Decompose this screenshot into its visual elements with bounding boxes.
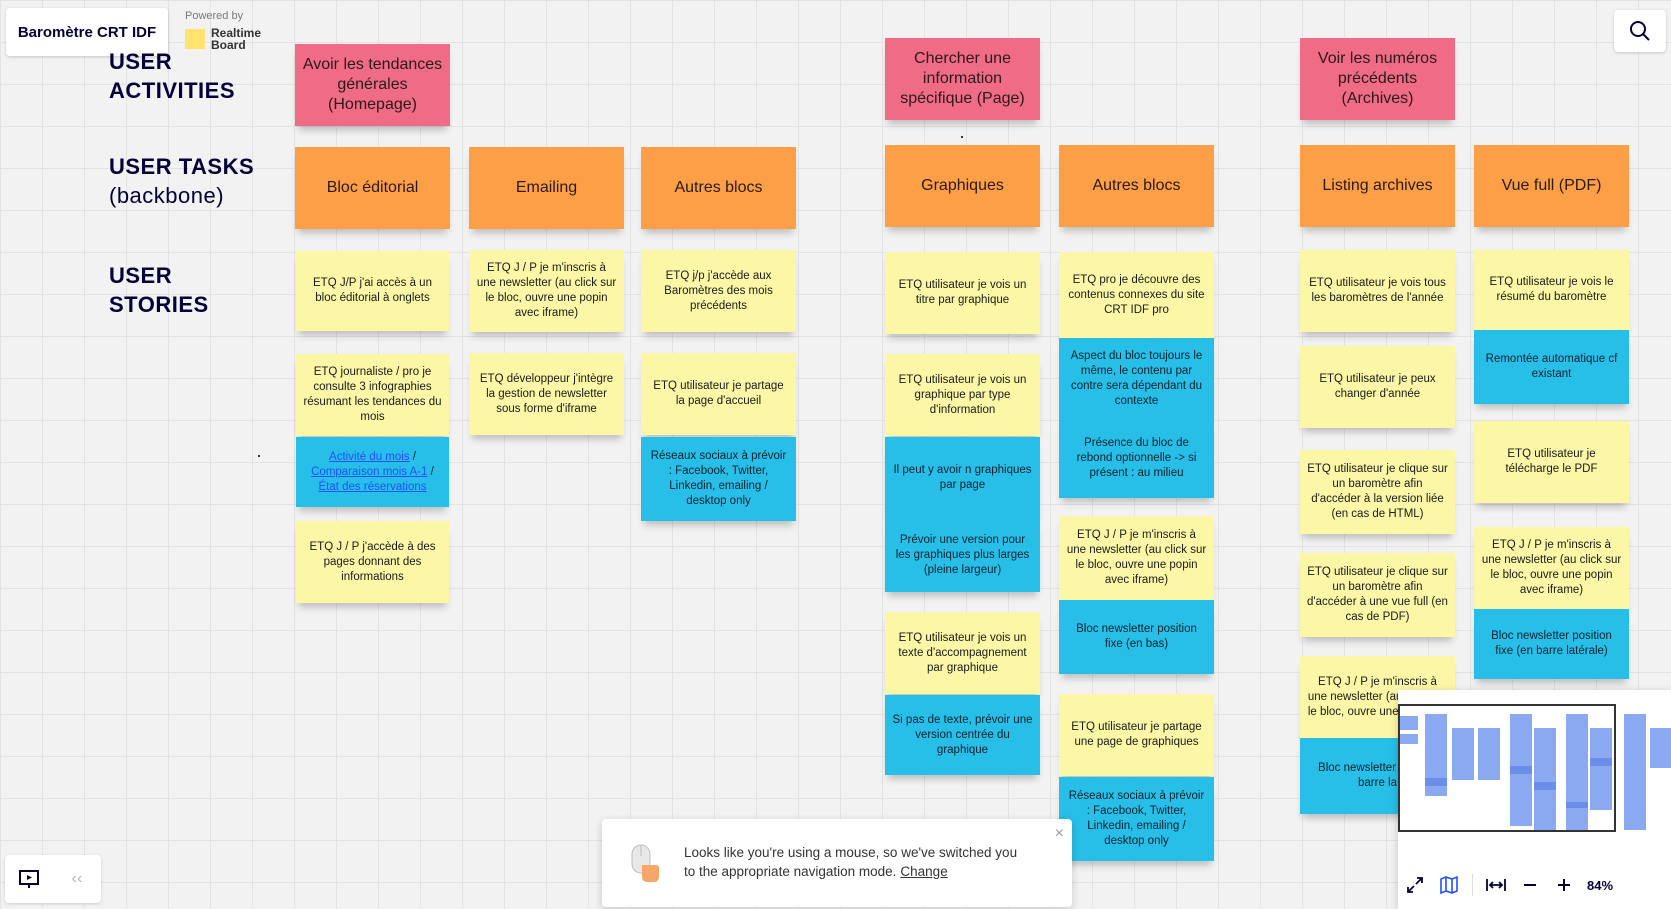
sticky-story[interactable]: Il peut y avoir n graphiques par page [885,437,1040,519]
map-toggle-button[interactable] [1432,868,1466,902]
sticky-story[interactable]: Si pas de texte, prévoir une version cen… [885,695,1040,775]
minimap-overflow [1624,714,1671,830]
row-label-tasks-sub: (backbone) [109,183,225,208]
sticky-activity[interactable]: Voir les numéros précédents (Archives) [1300,38,1455,120]
sticky-story[interactable]: ETQ utilisateur je peux changer d'année [1300,346,1455,428]
sticky-story[interactable]: ETQ J / P je m'inscris à une newsletter … [469,250,624,332]
sticky-task[interactable]: Listing archives [1300,145,1455,227]
row-label-user-tasks: USER TASKS (backbone) [109,152,254,210]
sticky-task[interactable]: Autres blocs [641,147,796,229]
sticky-story[interactable]: Réseaux sociaux à prévoir : Facebook, Tw… [641,437,796,521]
row-label-tasks-title: USER TASKS [109,154,255,179]
sticky-task[interactable]: Vue full (PDF) [1474,145,1629,227]
map-icon [1440,875,1458,895]
fit-width-button[interactable] [1479,868,1513,902]
search-icon [1630,21,1650,41]
sticky-activity[interactable]: Avoir les tendances générales (Homepage) [295,44,450,126]
sticky-story[interactable]: ETQ utilisateur je vois tous les baromèt… [1300,250,1455,332]
sticky-story[interactable]: Remontée automatique cf existant [1474,330,1629,404]
minimap-view[interactable] [1398,704,1614,834]
zoom-controls: 84% [1398,865,1671,905]
sticky-story[interactable]: ETQ utilisateur je partage la page d'acc… [641,353,796,435]
canvas-dot [258,455,260,457]
sticky-task[interactable]: Graphiques [885,145,1040,227]
sticky-links-content: Activité du mois / Comparaison mois A-1 … [303,450,442,495]
brand-square-icon [185,29,205,49]
zoom-in-icon [1558,879,1570,891]
minimap-viewport[interactable] [1398,704,1616,832]
sticky-story[interactable]: ETQ utilisateur je vois le résumé du bar… [1474,250,1629,330]
board-title[interactable]: Baromètre CRT IDF [6,8,168,56]
sticky-story[interactable]: Prévoir une version pour les graphiques … [885,518,1040,592]
zoom-out-icon [1524,884,1536,886]
sticky-story[interactable]: ETQ utilisateur je vois un graphique par… [885,354,1040,436]
sticky-story[interactable]: ETQ utilisateur je partage une page de g… [1059,694,1214,776]
toast-close-button[interactable]: × [1054,825,1064,842]
sticky-story[interactable]: Bloc newsletter position fixe (en bas) [1059,600,1214,674]
sticky-story[interactable]: ETQ utilisateur je télécharge le PDF [1474,421,1629,503]
bottom-left-panel: ‹‹ [5,855,101,903]
sticky-task[interactable]: Bloc éditorial [295,147,450,229]
link-activite-du-mois[interactable]: Activité du mois [329,450,410,463]
toast-message-text: Looks like you're using a mouse, so we'v… [684,845,1018,879]
change-link[interactable]: Change [900,864,948,879]
sticky-story[interactable]: ETQ développeur j'intègre la gestion de … [469,353,624,435]
link-separator: / [412,450,416,463]
row-label-user-stories: USER STORIES [109,263,209,317]
collapse-button[interactable]: ‹‹ [71,870,83,887]
link-comparaison-mois[interactable]: Comparaison mois A-1 [311,465,428,478]
sticky-story-links[interactable]: Activité du mois / Comparaison mois A-1 … [296,437,449,507]
separator [1472,874,1473,896]
sticky-story[interactable]: ETQ J / P je m'inscris à une newsletter … [1474,527,1629,609]
zoom-out-button[interactable] [1513,868,1547,902]
toast-message: Looks like you're using a mouse, so we'v… [684,843,1024,881]
sticky-story[interactable]: Bloc newsletter position fixe (en barre … [1474,609,1629,679]
fullscreen-button[interactable] [1398,868,1432,902]
mouse-icon [631,844,659,882]
sticky-story[interactable]: ETQ J/P j'ai accès à un bloc éditorial à… [296,251,449,331]
sticky-story[interactable]: ETQ utilisateur je vois un texte d'accom… [885,612,1040,694]
link-etat-reservations[interactable]: État des réservations [318,480,427,493]
present-button[interactable] [5,855,53,903]
minimap-panel: 84% [1398,690,1671,909]
sticky-task[interactable]: Emailing [469,147,624,229]
sticky-story[interactable]: Aspect du bloc toujours le même, le cont… [1059,338,1214,420]
powered-by-label: Powered by [185,10,244,22]
sticky-story[interactable]: Réseaux sociaux à prévoir : Facebook, Tw… [1059,777,1214,861]
sticky-story[interactable]: ETQ pro je découvre des contenus connexe… [1059,252,1214,338]
sticky-story[interactable]: ETQ J / P j'accède à des pages donnant d… [296,521,449,603]
sticky-story[interactable]: ETQ journaliste / pro je consulte 3 info… [296,354,449,436]
fit-screen-icon [1407,877,1423,893]
sticky-story[interactable]: ETQ j/p j'accède aux Baromètres des mois… [641,250,796,332]
row-label-user-activities: USER ACTIVITIES [109,49,236,103]
sticky-story[interactable]: ETQ utilisateur je clique sur un baromèt… [1300,450,1455,534]
sticky-story[interactable]: Présence du bloc de rebond optionnelle -… [1059,418,1214,498]
sticky-story[interactable]: ETQ J / P je m'inscris à une newsletter … [1059,516,1214,600]
navigation-mode-toast: Looks like you're using a mouse, so we'v… [602,819,1072,907]
zoom-in-button[interactable] [1547,868,1581,902]
link-separator: / [430,465,434,478]
present-icon [19,870,39,888]
sticky-activity[interactable]: Chercher une information spécifique (Pag… [885,38,1040,120]
zoom-level[interactable]: 84% [1587,877,1614,893]
brand-name: Realtime Board [211,26,262,52]
sticky-task[interactable]: Autres blocs [1059,145,1214,227]
sticky-story[interactable]: ETQ utilisateur je clique sur un baromèt… [1300,553,1455,637]
sticky-story[interactable]: ETQ utilisateur je vois un titre par gra… [885,252,1040,334]
search-button[interactable] [1614,10,1666,52]
brand-logo[interactable]: Realtime Board [185,27,271,51]
fit-width-icon [1486,879,1506,891]
canvas-dot [961,136,963,138]
